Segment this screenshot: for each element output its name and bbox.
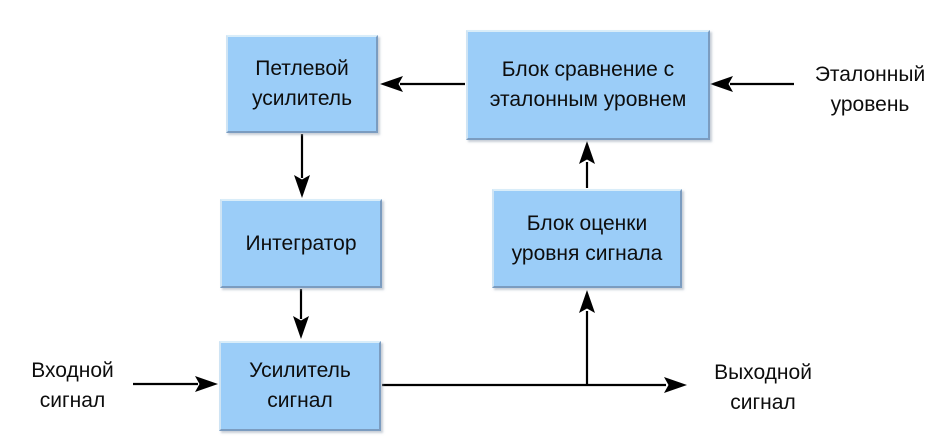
box-comparison-with-reference-label: Блок сравнение с эталонным уровнем — [489, 58, 687, 111]
box-integrator: Интегратор — [220, 199, 382, 288]
arrow-input-to-amplifier — [133, 376, 218, 392]
arrow-amplifier-to-output — [382, 377, 687, 393]
box-signal-amplifier-label: Усилитель сигнал — [249, 359, 351, 412]
label-reference-level: Эталонный уровень — [814, 63, 926, 116]
box-integrator-label: Интегратор — [245, 231, 357, 255]
box-signal-amplifier: Усилитель сигнал — [219, 341, 381, 431]
box-comparison-with-reference: Блок сравнение с эталонным уровнем — [466, 30, 710, 140]
label-output-signal: Выходной сигнал — [714, 361, 812, 414]
box-loop-amplifier: Петлевой усилитель — [226, 35, 378, 133]
arrow-loop-amplifier-to-integrator — [294, 134, 310, 198]
label-input-signal: Входной сигнал — [31, 359, 114, 412]
arrow-estimation-to-comparison — [579, 141, 595, 188]
arrow-output-branch-to-estimation — [579, 290, 595, 386]
box-loop-amplifier-label: Петлевой усилитель — [251, 57, 353, 110]
arrow-comparison-to-loop-amplifier — [380, 76, 465, 92]
arrow-reference-to-comparison — [710, 76, 794, 92]
box-signal-level-estimation: Блок оценки уровня сигнала — [492, 189, 682, 288]
box-signal-level-estimation-label: Блок оценки уровня сигнала — [511, 211, 663, 265]
arrow-integrator-to-amplifier — [293, 289, 309, 339]
